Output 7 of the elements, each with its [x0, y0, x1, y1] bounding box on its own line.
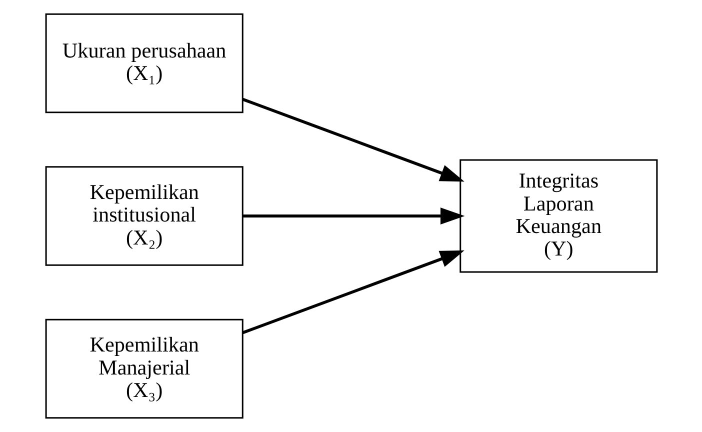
- arrow: [242, 250, 464, 334]
- arrow: [242, 98, 464, 182]
- node-box: Kepemilikan institusional (X₂): [44, 166, 243, 266]
- node-box: Kepemilikan Manajerial (X₃): [44, 318, 243, 419]
- node-box: Ukuran perusahaan (X₁): [44, 13, 243, 114]
- node-box: Integritas Laporan Keuangan (Y): [459, 159, 658, 273]
- arrow: [242, 208, 464, 224]
